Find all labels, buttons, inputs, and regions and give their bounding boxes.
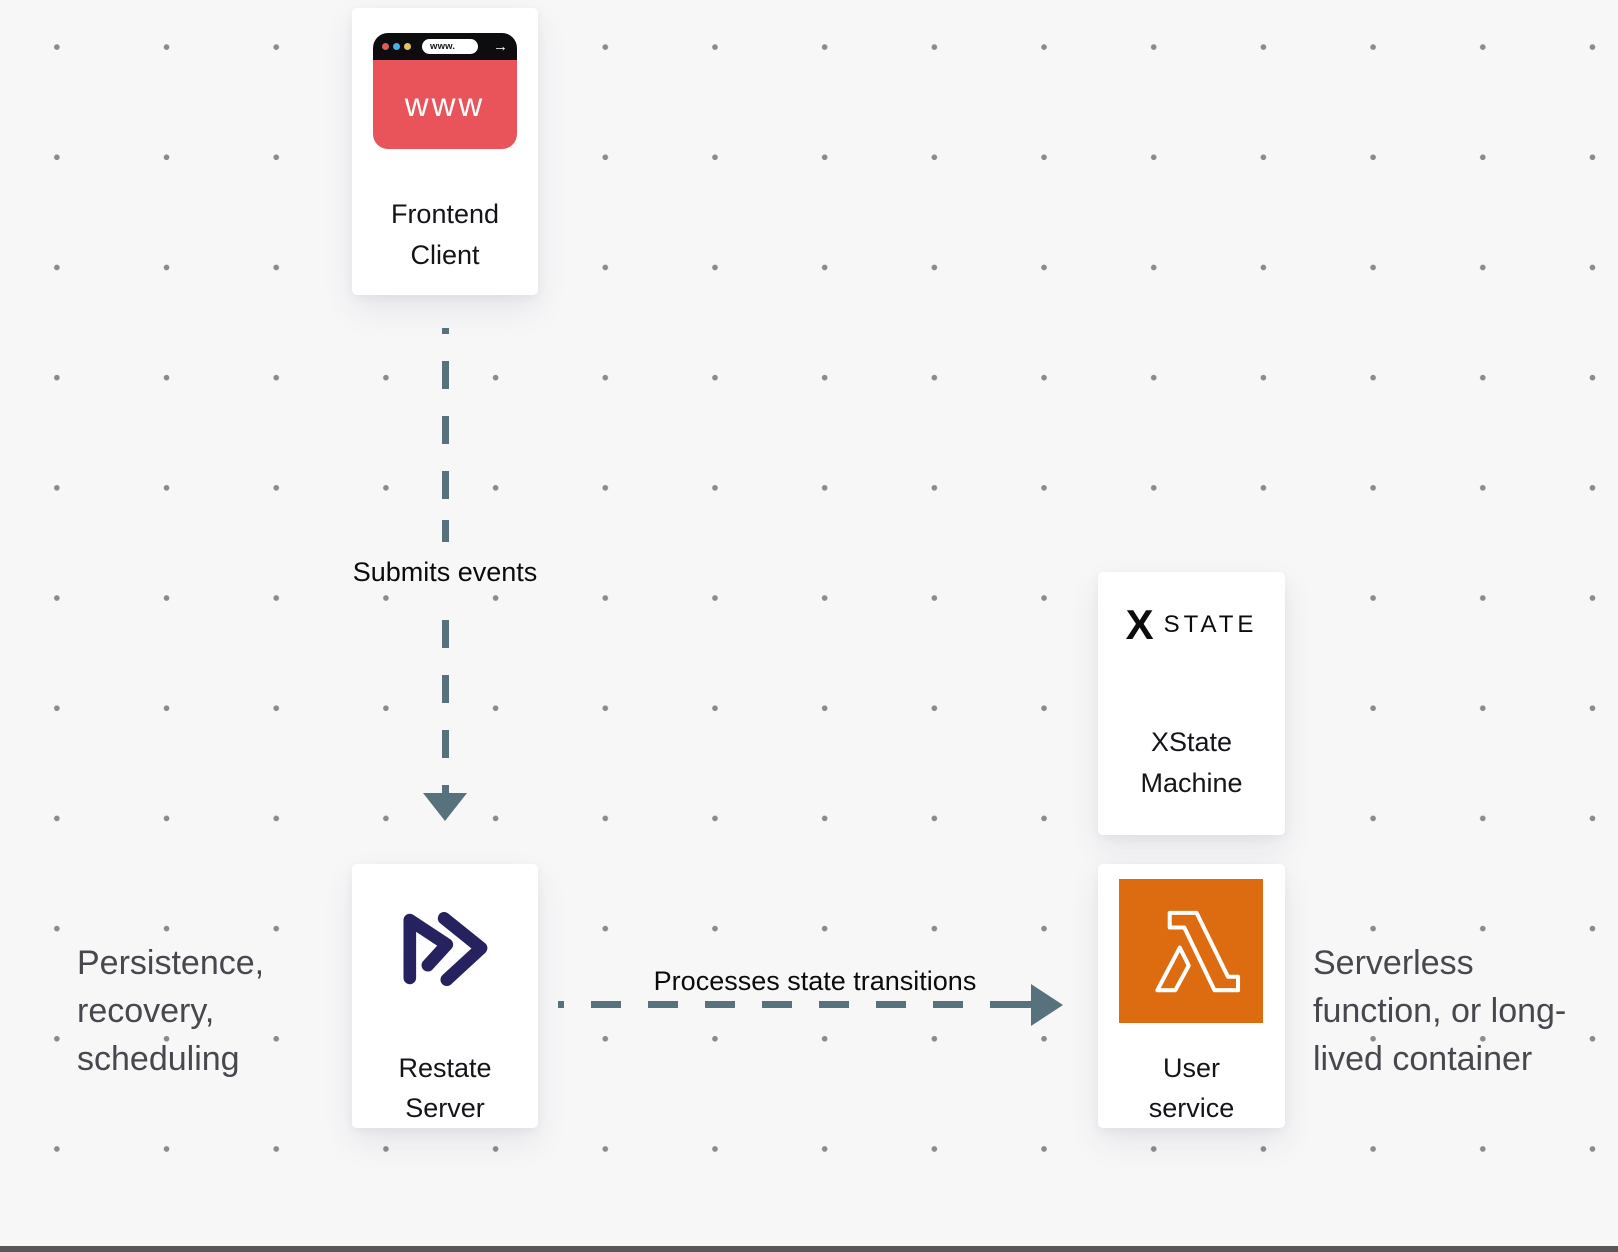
xstate-logo: X STATE xyxy=(1098,604,1285,646)
restate-server-label: Restate Server xyxy=(352,1048,538,1128)
browser-forward-arrow-icon: → xyxy=(493,38,508,55)
browser-dot-yellow-icon xyxy=(404,43,411,50)
annotation-serverless-line1: Serverless xyxy=(1313,944,1474,982)
node-frontend-client: www. → www Frontend Client xyxy=(352,8,538,295)
restate-logo-icon xyxy=(403,912,488,986)
video-progress-bar[interactable] xyxy=(0,1246,1618,1252)
www-browser-icon: www. → www xyxy=(373,33,517,149)
arrowhead-down-icon xyxy=(423,793,467,821)
annotation-serverless-line3: lived container xyxy=(1313,1040,1533,1078)
restate-label-line2: Server xyxy=(405,1093,485,1123)
node-restate-server: Restate Server xyxy=(352,864,538,1128)
edge-processes-line xyxy=(558,1001,1032,1008)
browser-dot-red-icon xyxy=(382,43,389,50)
www-body-label: www xyxy=(373,60,517,149)
restate-label-line1: Restate xyxy=(398,1053,492,1083)
edge-submits-line-top xyxy=(442,328,449,542)
browser-url-pill: www. xyxy=(422,39,478,54)
browser-titlebar: www. → xyxy=(373,33,517,60)
annotation-serverless: Serverless function, or long- lived cont… xyxy=(1313,939,1566,1083)
arrowhead-right-icon xyxy=(1031,984,1063,1026)
frontend-label-line2: Client xyxy=(410,240,480,270)
user-label-line1: User xyxy=(1162,1053,1220,1083)
xstate-label-line2: Machine xyxy=(1140,768,1243,798)
edge-label-processes: Processes state transitions xyxy=(653,966,977,996)
edge-submits-line-bottom xyxy=(442,620,449,794)
annotation-persistence-line2: recovery, xyxy=(77,992,215,1030)
user-service-label: User service xyxy=(1098,1048,1285,1128)
frontend-client-label: Frontend Client xyxy=(352,194,538,276)
annotation-serverless-line2: function, or long- xyxy=(1313,992,1567,1030)
aws-lambda-icon xyxy=(1119,879,1263,1023)
frontend-label-line1: Frontend xyxy=(390,199,500,229)
user-label-line2: service xyxy=(1148,1093,1235,1123)
xstate-machine-label: XState Machine xyxy=(1098,722,1285,804)
edge-label-submits: Submits events xyxy=(352,557,538,587)
xstate-logo-x: X xyxy=(1125,601,1154,648)
annotation-persistence-line1: Persistence, xyxy=(77,944,265,982)
annotation-persistence: Persistence, recovery, scheduling xyxy=(77,939,264,1083)
node-user-service: User service xyxy=(1098,864,1285,1128)
xstate-label-line1: XState xyxy=(1150,727,1233,757)
annotation-persistence-line3: scheduling xyxy=(77,1040,240,1078)
browser-dot-blue-icon xyxy=(393,43,400,50)
xstate-logo-state: STATE xyxy=(1163,611,1258,638)
node-xstate-machine: X STATE XState Machine xyxy=(1098,572,1285,835)
